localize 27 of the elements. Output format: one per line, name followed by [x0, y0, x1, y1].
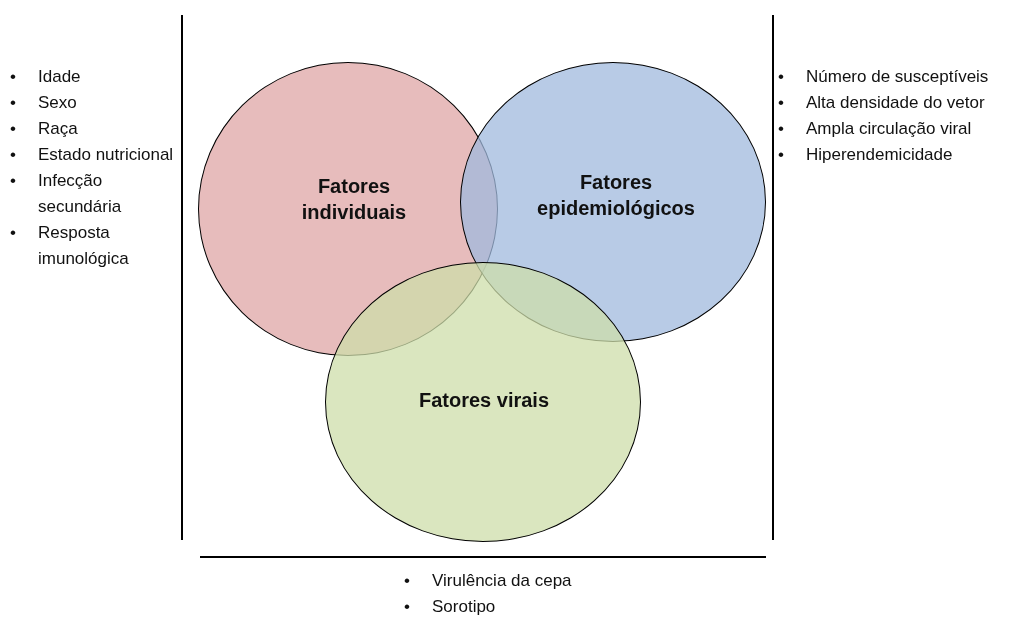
list-item-text: Ampla circulação viral	[806, 118, 972, 140]
list-item-text: Número de susceptíveis	[806, 66, 989, 88]
bullet-marker: •	[10, 170, 17, 192]
list-item-text: Estado nutricional	[38, 144, 174, 166]
bullet-marker: •	[404, 570, 411, 592]
list-item-text: Raça	[38, 118, 78, 140]
list-item-text: Hiperendemicidade	[806, 144, 953, 166]
bullet-marker: •	[10, 92, 17, 114]
bullet-marker: •	[778, 118, 785, 140]
list-item-text: Sorotipo	[432, 596, 496, 618]
list-item-text: Idade	[38, 66, 81, 88]
list-item-text: Sexo	[38, 92, 77, 114]
list-item-text: Alta densidade do vetor	[806, 92, 985, 114]
bullet-marker: •	[778, 92, 785, 114]
bullet-marker: •	[10, 144, 17, 166]
list-item-text: Resposta imunológica	[38, 222, 130, 270]
bullet-marker: •	[10, 118, 17, 140]
bullet-marker: •	[778, 66, 785, 88]
list-item-text: Infecção secundária	[38, 170, 123, 218]
bullet-marker: •	[10, 222, 17, 244]
list-item-text: Virulência da cepa	[432, 570, 572, 592]
bullet-marker: •	[404, 596, 411, 618]
circle-label: Fatores virais	[417, 388, 551, 413]
circle-label: Fatores individuais	[300, 174, 408, 225]
circle-label: Fatores epidemiológicos	[536, 170, 696, 221]
bullet-marker: •	[778, 144, 785, 166]
bullet-marker: •	[10, 66, 17, 88]
